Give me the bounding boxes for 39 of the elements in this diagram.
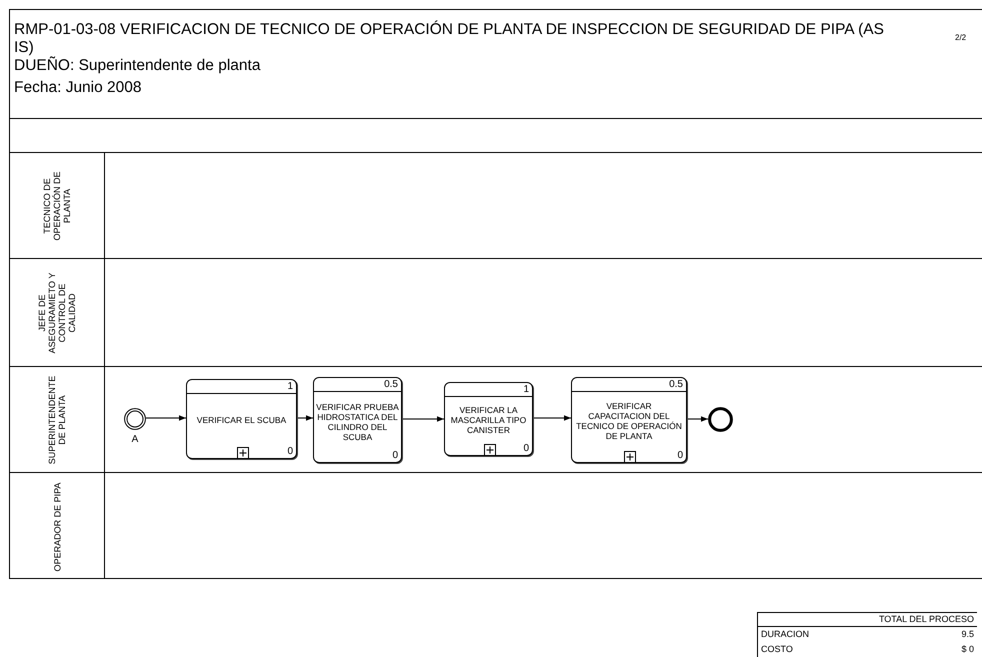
arrow [146,415,186,421]
date-text: Fecha: Junio 2008 [14,79,143,97]
arrow [686,416,708,422]
duration-value: 0.5 [669,379,683,390]
table-cell-text: COSTO [761,643,793,656]
arrow [532,415,572,421]
duration-value: 0.5 [384,379,398,390]
owner-text: DUEÑO: Superintendente de planta [14,57,262,75]
task-label: VERIFICAR CAPACITACION DEL TECNICO DE OPERACIÓN DE PLANTA [575,400,683,442]
task-label: VERIFICAR PRUEBA HIDROSTATICA DEL CILINDRO DEL SCUBA [316,400,399,444]
lane-label: OPERADOR DE PIPA [51,481,63,574]
swimlane [9,472,982,579]
task-box [313,377,402,463]
diagram-title: RMP-01-03-08 VERIFICACION DE TECNICO DE OPERACIÓN DE PLANTA DE INSPECCION DE SEGURIDAD DE PIPA (AS IS) [14,21,885,56]
duration-value: 1 [523,384,529,395]
cost-value: 0 [523,443,529,454]
arrow [296,415,314,421]
cost-value: 0 [677,450,683,461]
subprocess-box [186,379,297,459]
end-event-circle [708,407,733,432]
table-cell-text: 9.5 [961,628,974,641]
arrow [402,416,444,422]
cost-value: 0 [392,450,398,461]
swimlane [9,152,982,258]
swimlane [9,366,982,472]
table-cell-text: DURACION [761,628,810,641]
page-number: 2/2 [955,33,968,42]
task-label: VERIFICAR EL SCUBA [196,414,288,426]
lane-label: TECNICO DE OPERACIÓN DE PLANTA [42,170,72,243]
cost-value: 0 [287,446,293,457]
task-label: VERIFICAR LA MASCARILLA TIPO CANISTER [450,404,528,436]
duration-value: 1 [287,381,293,392]
lane-label: SUPERINTENDENTE DE PLANTA [46,374,68,466]
swimlane [9,258,982,366]
subprocess-box [571,377,687,463]
event-label: A [130,434,140,445]
subprocess-box [444,382,533,456]
table-header: TOTAL DEL PROCESO [878,613,974,626]
table-cell-text: $ 0 [961,643,974,656]
